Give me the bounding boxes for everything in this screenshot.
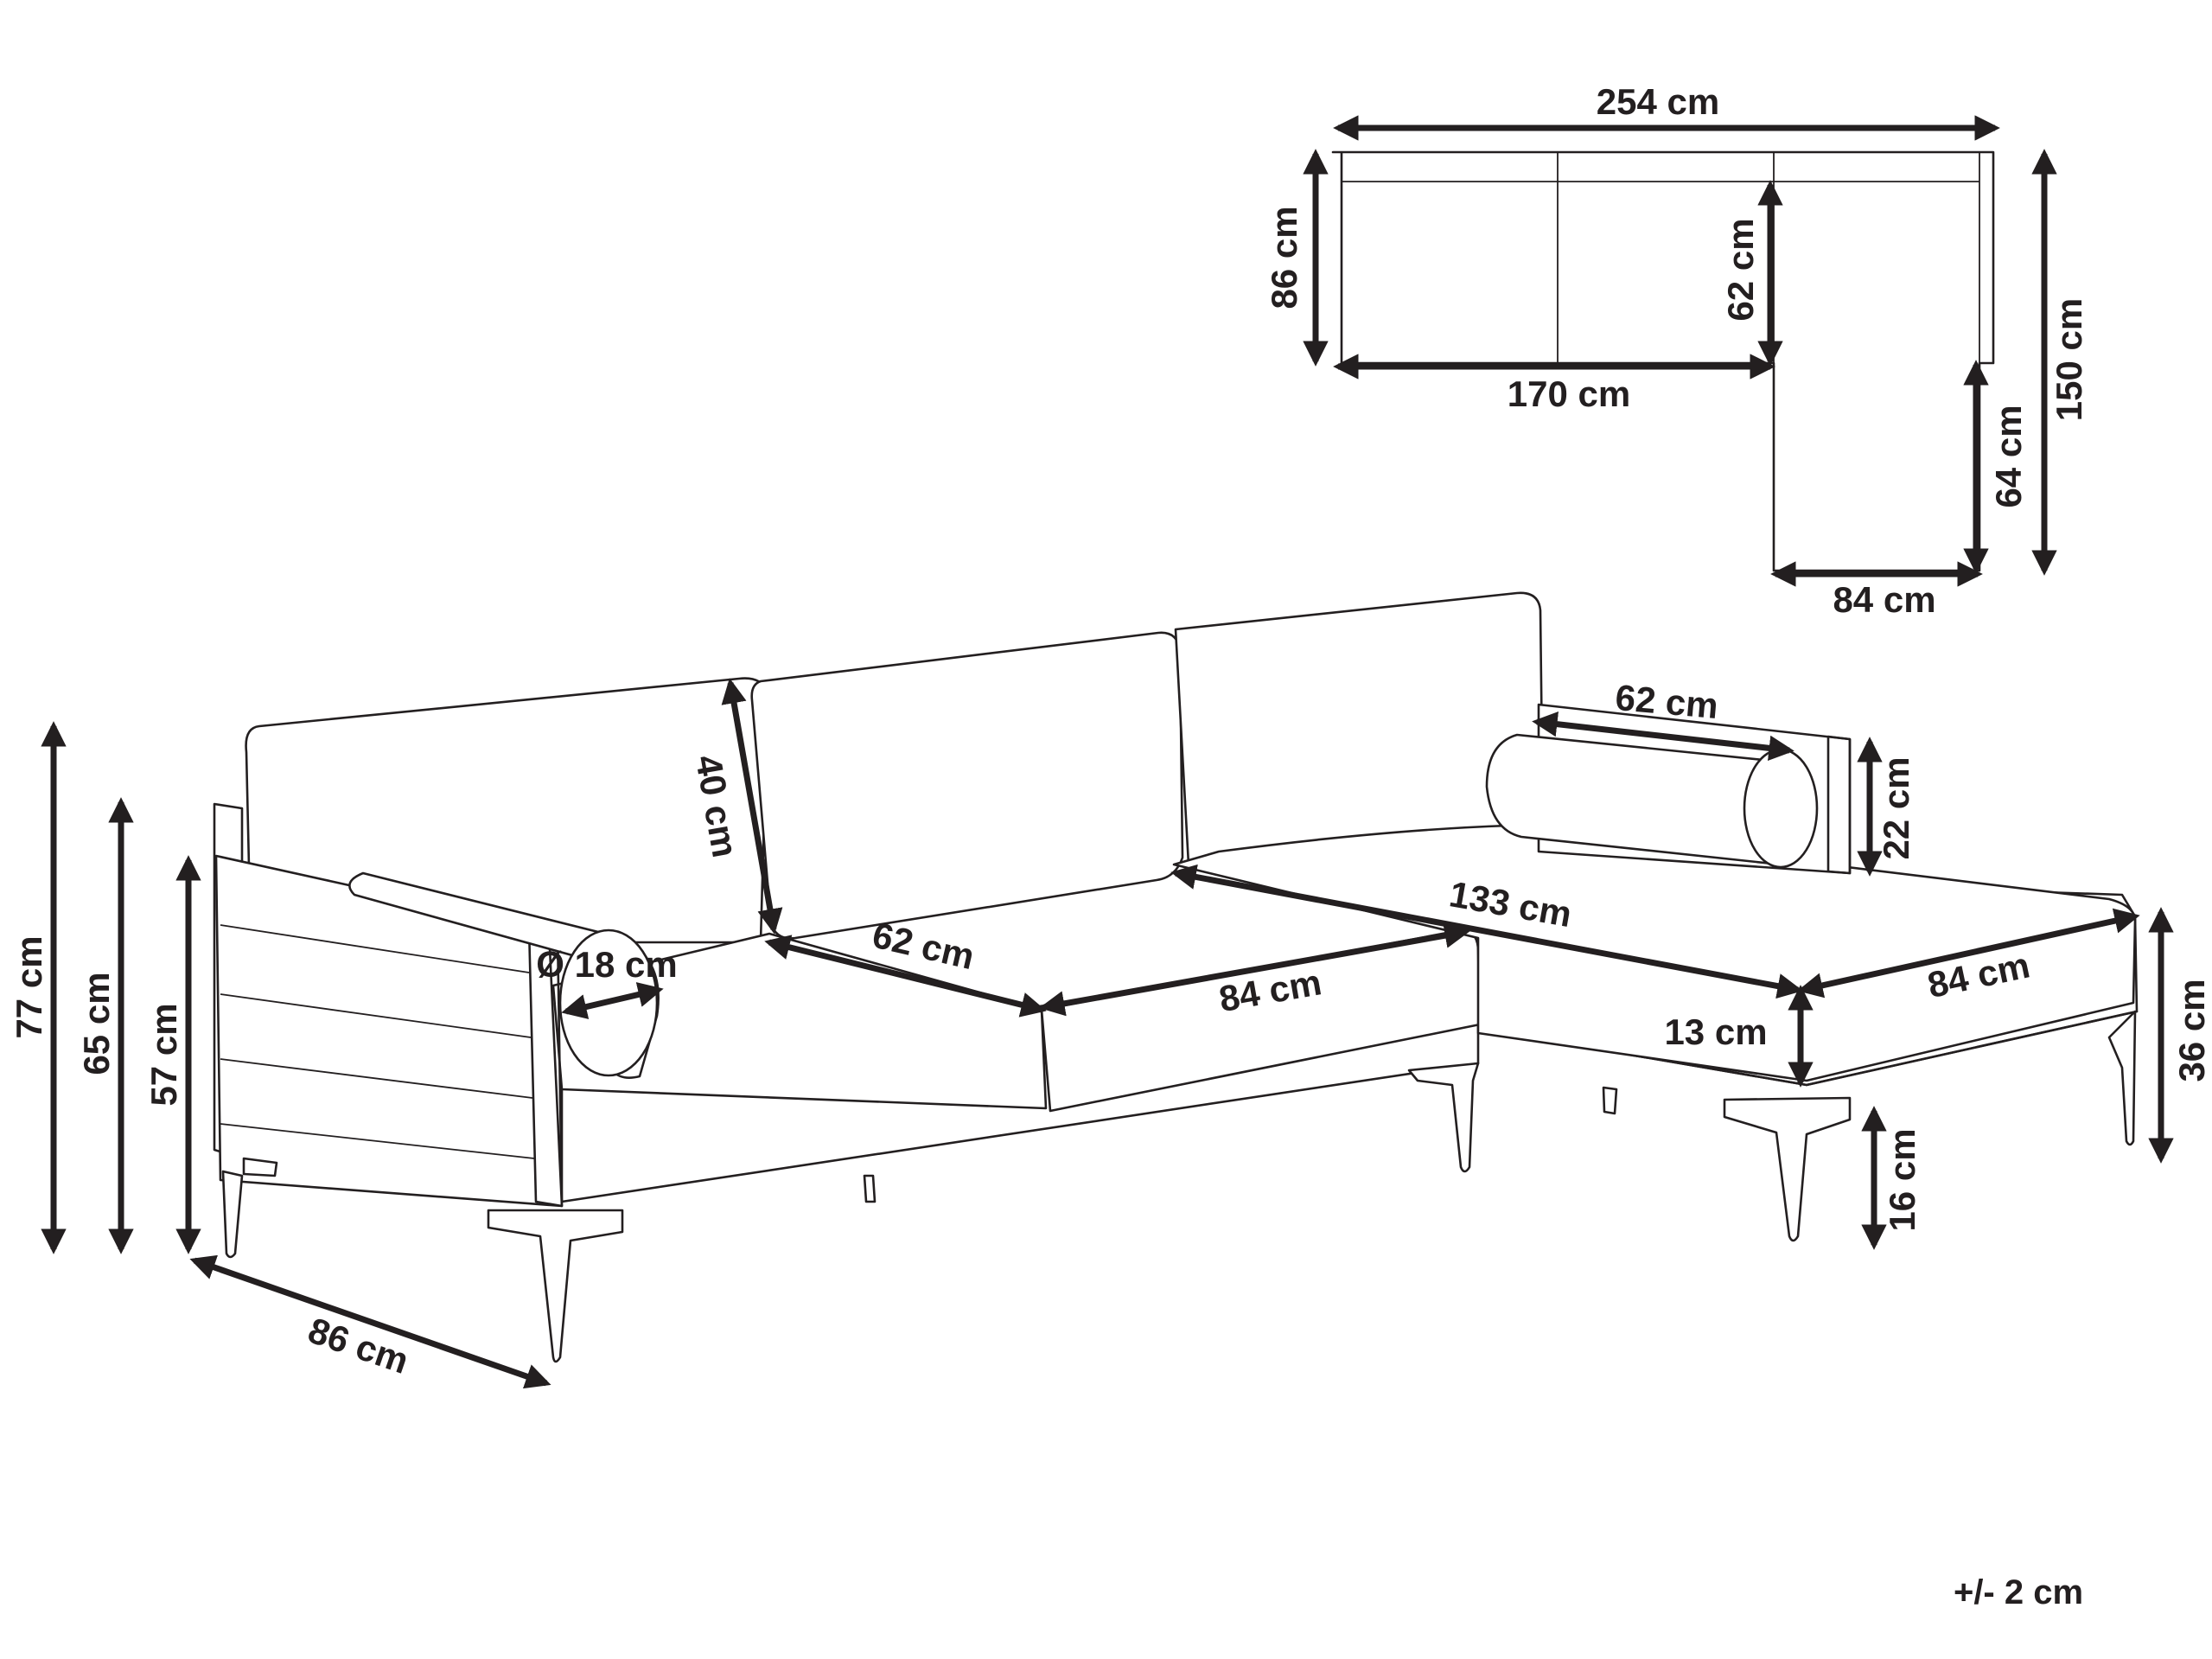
label-leg-height: 16 cm [1882,1128,1922,1231]
label-seat-height: 57 cm [143,1003,184,1106]
label-armrest-height: 65 cm [76,972,117,1075]
label-total-height: 77 cm [9,935,49,1038]
label-chaise-arm-length: 62 cm [1614,677,1720,726]
label-chaise-height: 36 cm [2171,979,2212,1082]
sofa-dimension-lines [41,678,2174,1389]
label-top-depth: 86 cm [1264,206,1304,309]
label-chaise-width: 84 cm [1833,579,1935,620]
label-chaise-total-depth: 150 cm [2049,298,2089,421]
label-total-width: 254 cm [1597,81,1719,122]
label-tolerance: +/- 2 cm [1954,1573,2083,1611]
label-chaise-arm-height: 22 cm [1876,756,1916,859]
label-bolster-diameter: Ø 18 cm [536,944,677,985]
label-chaise-extension: 64 cm [1988,405,2029,507]
label-top-seat-depth: 62 cm [1720,218,1761,321]
top-view-dimension-lines [1303,115,2057,587]
label-cushion-thickness: 13 cm [1664,1011,1767,1052]
top-view-outline [1331,150,1995,572]
label-main-length: 170 cm [1508,373,1630,414]
